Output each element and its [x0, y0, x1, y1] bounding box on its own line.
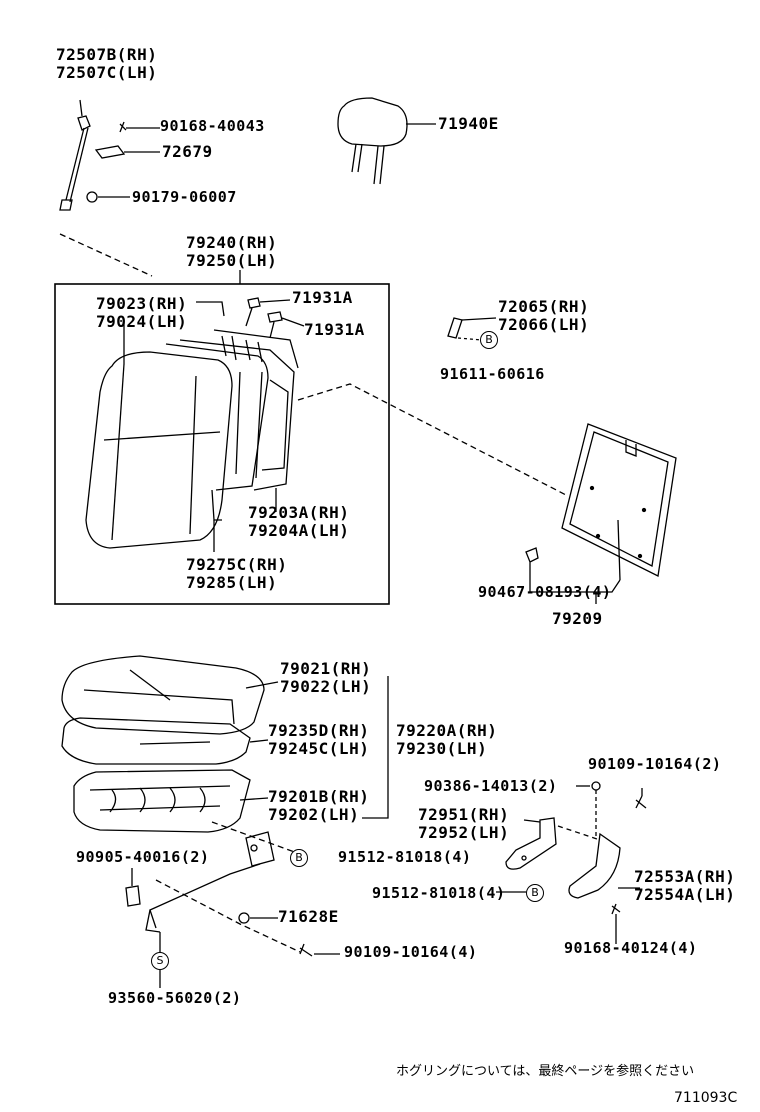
part-label-79024: 79024(LH) [96, 312, 188, 331]
part-label-79235d: 79235D(RH) [268, 721, 370, 740]
part-label-91512-b: 91512-81018(4) [372, 884, 506, 902]
marker-b-2: B [526, 884, 544, 902]
part-label-79245c: 79245C(LH) [268, 739, 370, 758]
seatback-cushion-part [85, 351, 233, 549]
part-label-91611: 91611-60616 [440, 365, 545, 383]
part-label-79230: 79230(LH) [396, 739, 488, 758]
seatback-group-box [54, 283, 390, 605]
marker-b-1: B [290, 849, 308, 867]
part-label-79203a: 79203A(RH) [248, 503, 350, 522]
seat-frame-part [73, 769, 269, 833]
part-label-79285: 79285(LH) [186, 573, 278, 592]
belt-anchor-part [59, 115, 91, 211]
part-label-72951: 72951(RH) [418, 805, 510, 824]
part-label-90168-40043: 90168-40043 [160, 117, 265, 135]
part-label-72507c: 72507C(LH) [56, 63, 158, 82]
part-label-90467: 90467-08193(4) [478, 583, 612, 601]
marker-b-3: B [480, 331, 498, 349]
part-label-79201b: 79201B(RH) [268, 787, 370, 806]
part-label-72066: 72066(LH) [498, 315, 590, 334]
part-label-72065: 72065(RH) [498, 297, 590, 316]
part-label-90109-4: 90109-10164(4) [344, 943, 478, 961]
part-label-72553a: 72553A(RH) [634, 867, 736, 886]
part-label-79220a: 79220A(RH) [396, 721, 498, 740]
seatback-frame-part [165, 329, 299, 521]
part-label-90109-2: 90109-10164(2) [588, 755, 722, 773]
part-label-79202: 79202(LH) [268, 805, 360, 824]
part-label-79022: 79022(LH) [280, 677, 372, 696]
headrest-part [337, 97, 408, 185]
part-label-72507b: 72507B(RH) [56, 45, 158, 64]
part-label-79021: 79021(RH) [280, 659, 372, 678]
part-label-91512-a: 91512-81018(4) [338, 848, 472, 866]
part-label-72952: 72952(LH) [418, 823, 510, 842]
part-label-72679: 72679 [162, 142, 213, 161]
part-label-71931a-2: 71931A [304, 320, 365, 339]
part-label-93560: 93560-56020(2) [108, 989, 242, 1007]
part-label-90168-40124: 90168-40124(4) [564, 939, 698, 957]
part-label-90905: 90905-40016(2) [76, 848, 210, 866]
part-label-79204a: 79204A(LH) [248, 521, 350, 540]
part-label-79209: 79209 [552, 609, 603, 628]
part-label-79250: 79250(LH) [186, 251, 278, 270]
part-label-90386: 90386-14013(2) [424, 777, 558, 795]
marker-s: S [151, 952, 169, 970]
part-label-79023: 79023(RH) [96, 294, 188, 313]
seat-pad-part [61, 717, 269, 765]
part-label-79275c: 79275C(RH) [186, 555, 288, 574]
side-cover-part [568, 832, 621, 899]
part-label-71940e: 71940E [438, 114, 499, 133]
hog-ring-note: ホグリングについては、最終ページを参照ください [396, 1064, 695, 1079]
part-label-71931a-1: 71931A [292, 288, 353, 307]
part-label-79240: 79240(RH) [186, 233, 278, 252]
hinge-part [505, 817, 557, 870]
back-board-part [561, 423, 677, 577]
part-label-90179: 90179-06007 [132, 188, 237, 206]
part-label-71628e: 71628E [278, 907, 339, 926]
diagram-code: 711093C [674, 1090, 738, 1106]
seat-cushion-part [61, 655, 279, 735]
part-label-72554a: 72554A(LH) [634, 885, 736, 904]
seat-track-part [145, 831, 275, 933]
